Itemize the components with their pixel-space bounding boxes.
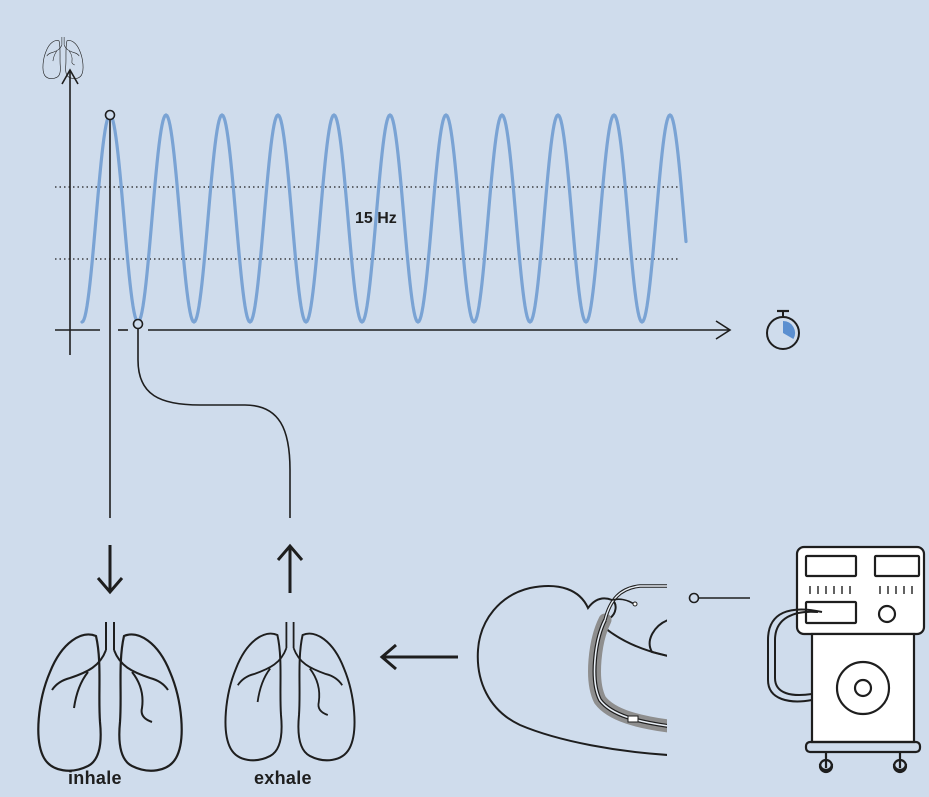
exhale-lungs-icon (224, 620, 356, 762)
lungs-icon (42, 36, 84, 79)
frequency-label: 15 Hz (355, 210, 397, 227)
patient-head-icon (476, 584, 667, 756)
chart-axes (55, 68, 732, 355)
reference-lines (55, 186, 678, 260)
exhale-label: exhale (254, 768, 312, 788)
flow-arrow-icon (379, 643, 458, 671)
inhale-arrow-icon (96, 545, 124, 595)
ventilator-icon (767, 545, 926, 774)
ventilator-connector (688, 592, 750, 604)
inhale-label: inhale (68, 768, 122, 788)
oscillation-wave (80, 113, 688, 324)
exhale-arrow-icon (276, 543, 304, 593)
stopwatch-icon (766, 309, 800, 350)
inhale-lungs-icon (37, 620, 183, 772)
trough-connector (132, 318, 291, 518)
peak-connector (104, 109, 116, 518)
